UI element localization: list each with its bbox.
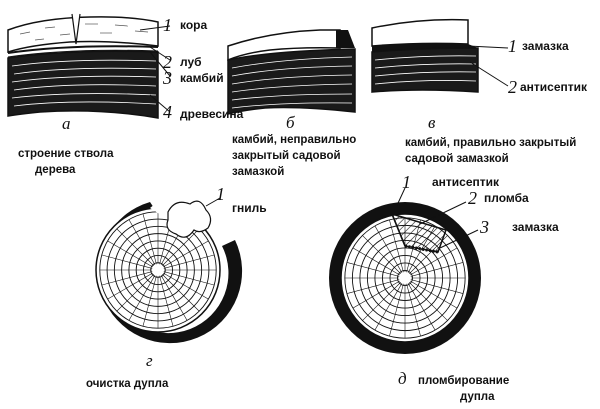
- label-a-1-text: кора: [180, 18, 208, 32]
- label-v-1-text: замазка: [522, 39, 569, 53]
- bark-layer-v: [371, 18, 469, 47]
- radial-ray: [101, 254, 153, 269]
- radial-ray: [410, 247, 458, 276]
- label-v-1-number: 1: [508, 36, 517, 56]
- radial-ray: [162, 274, 200, 312]
- wood-layer-v: [371, 47, 479, 93]
- panel-d-caption-line1: пломбирование: [418, 375, 509, 387]
- radial-ray: [160, 275, 188, 321]
- radial-ray: [362, 235, 401, 274]
- bark-texture: [19, 23, 149, 41]
- radial-ray: [107, 272, 153, 300]
- rot-blob: [166, 200, 212, 238]
- radial-ray: [410, 280, 458, 309]
- radial-ray: [352, 280, 400, 309]
- panel-b-caption-line2: закрытый садовой: [232, 150, 341, 162]
- antiseptic-edge: [391, 213, 406, 247]
- bark-layer-b: [227, 29, 341, 62]
- cambium-layer: [7, 49, 159, 58]
- label-v-2-number: 2: [508, 77, 517, 97]
- label-d-3-text: замазка: [512, 220, 559, 234]
- radial-rays-d: [345, 218, 465, 338]
- wood-grain-v: [374, 55, 477, 85]
- label-a-3-text: камбий: [180, 71, 224, 85]
- wood-grain-b: [231, 56, 353, 109]
- panel-b-incorrect-cover: б камбий, неправильно закрытый садовой з…: [227, 29, 356, 178]
- label-a-2-number: 2: [163, 52, 172, 72]
- label-v-2-text: антисептик: [520, 80, 588, 94]
- panel-v-caption-line2: садовой замазкой: [405, 153, 509, 165]
- label-a-2-text: луб: [180, 55, 202, 69]
- radial-ray: [128, 275, 156, 321]
- panel-d-caption-line2: дупла: [460, 391, 495, 403]
- label-a-4-number: 4: [163, 102, 172, 122]
- panel-a-caption-line1: строение ствола: [18, 148, 114, 160]
- putty-blob-b: [336, 30, 355, 48]
- radial-ray: [346, 262, 400, 277]
- radial-ray: [374, 225, 403, 273]
- panel-v-caption-line1: камбий, правильно закрытый: [405, 137, 576, 149]
- panel-b-caption-line3: замазкой: [232, 166, 284, 178]
- panel-a-letter: а: [62, 114, 71, 133]
- panel-a-caption-line2: дерева: [35, 164, 76, 176]
- label-d-1-number: 1: [402, 172, 411, 192]
- radial-ray: [116, 274, 154, 312]
- panel-g-cavity-cleaning: 1 гниль г очистка дупла: [86, 184, 267, 390]
- radial-ray: [389, 219, 404, 273]
- label-d-3-number: 3: [479, 217, 489, 237]
- radial-ray: [162, 228, 200, 266]
- wood-grain: [11, 59, 157, 107]
- panel-b-letter: б: [286, 113, 295, 132]
- label-a-3-number: 3: [162, 68, 172, 88]
- radial-ray: [101, 271, 153, 286]
- wood-layer-b: [227, 48, 356, 115]
- panel-b-caption-line1: камбий, неправильно: [232, 134, 356, 146]
- label-g-1-number: 1: [216, 184, 225, 204]
- radial-ray: [163, 271, 215, 286]
- panel-g-letter: г: [146, 351, 153, 370]
- panel-g-caption: очистка дупла: [86, 378, 169, 390]
- radial-ray: [410, 262, 464, 277]
- radial-ray: [142, 213, 157, 265]
- bark-cut: [71, 13, 81, 45]
- radial-ray: [362, 282, 401, 321]
- radial-ray: [352, 247, 400, 276]
- radial-rays-g: [100, 212, 216, 328]
- panel-v-correct-cover: 1 замазка 2 антисептик в камбий, правиль…: [371, 18, 588, 165]
- label-d-2-number: 2: [468, 188, 477, 208]
- radial-ray: [410, 279, 464, 294]
- label-g-1-text: гниль: [232, 201, 267, 215]
- radial-ray: [409, 282, 448, 321]
- label-d-1-text: антисептик: [432, 175, 500, 189]
- radial-ray: [346, 279, 400, 294]
- radial-ray: [389, 283, 404, 337]
- radial-ray: [159, 275, 174, 327]
- panel-a-trunk-structure: 1 кора 2 луб 3 камбий 4 древесина а стро…: [7, 13, 244, 176]
- radial-ray: [374, 283, 403, 331]
- radial-ray: [128, 219, 156, 265]
- radial-ray: [163, 272, 209, 300]
- radial-ray: [163, 254, 215, 269]
- panel-d-cavity-filling: 1 антисептик 2 пломба 3 замазка д пломби…: [329, 172, 559, 403]
- radial-ray: [163, 240, 209, 268]
- radial-ray: [116, 228, 154, 266]
- radial-ray: [407, 283, 436, 331]
- radial-ray: [107, 240, 153, 268]
- label-a-1-number: 1: [163, 15, 172, 35]
- panel-d-letter: д: [398, 369, 407, 388]
- panel-v-letter: в: [428, 113, 436, 132]
- radial-ray: [406, 283, 421, 337]
- label-d-2-text: пломба: [484, 191, 529, 205]
- radial-ray: [142, 275, 157, 327]
- phloem-layer: [7, 45, 159, 54]
